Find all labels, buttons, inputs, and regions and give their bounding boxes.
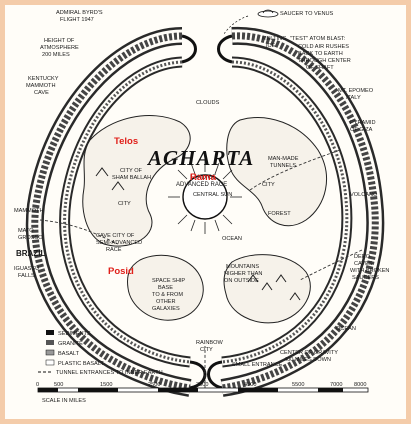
legend-swatch-sediments	[46, 330, 54, 335]
label-brazil: BRAZIL	[16, 249, 45, 258]
scale-bar: 0 500 1500 2500 3500 4500 5500 7000 8000…	[36, 382, 369, 404]
scale-caption: SCALE IN MILES	[42, 398, 86, 404]
tunnels	[39, 149, 363, 388]
subtitle-line2: ADVANCED RACE	[176, 182, 227, 188]
label-rainbow-2: CITY	[200, 347, 213, 353]
label-small-entrance: SMALL ENTRANCE	[232, 362, 283, 368]
label-gravity-2: 400 MILES DOWN	[284, 357, 331, 363]
label-ocean-outer: OCEAN	[336, 326, 356, 332]
label-iguassu-1: IGUASSU	[14, 266, 39, 272]
label-dero-1: DERO	[354, 254, 371, 260]
label-clouds: CLOUDS	[196, 100, 220, 106]
label-height-3: 200 MILES	[42, 52, 70, 58]
subtitle-line1: LAND OF	[190, 175, 216, 181]
central-sun-label: CENTRAL SUN	[193, 192, 232, 198]
label-atom-2: COLD AIR RUSHES	[298, 44, 349, 50]
label-mountains-3: ON OUTSIDE	[224, 278, 259, 284]
scale-tick-1500: 1500	[100, 382, 112, 388]
label-city-b: CITY	[262, 182, 275, 188]
label-space-ship-4: OTHER	[156, 299, 176, 305]
label-height-2: ATMOSPHERE	[40, 45, 79, 51]
label-gravity-1: CENTER OF GRAVITY	[280, 350, 338, 356]
label-man-made-2: TUNNELS	[270, 163, 296, 169]
label-space-ship-3: TO & FROM	[152, 292, 183, 298]
label-atom-5: OF SHAFT	[306, 65, 334, 71]
label-mato-2: GROSSO	[18, 235, 43, 241]
label-cave-city-3: RACE	[106, 247, 122, 253]
label-cave-city-1: CAVE CITY OF	[96, 233, 135, 239]
label-city-shamballah-2: SHAM BALLAH	[112, 175, 151, 181]
scale-tick-5500: 5500	[292, 382, 304, 388]
label-pyramid-1: PYRAMID	[350, 120, 376, 126]
label-atom-3: BACK TO EARTH	[298, 51, 343, 57]
inner-landmasses	[82, 115, 327, 324]
scale-tick-500: 500	[54, 382, 63, 388]
label-mt-epomeo-2: ITALY	[346, 95, 361, 101]
label-forest: FOREST	[268, 211, 291, 217]
overlay-telos: Telos	[114, 136, 138, 147]
label-space-ship-2: BASE	[158, 285, 173, 291]
overlay-posid: Posid	[108, 266, 134, 277]
scale-tick-0: 0	[36, 382, 39, 388]
legend-granite: GRANITE	[58, 341, 83, 347]
label-city-a: CITY	[118, 201, 131, 207]
saucer-icon	[223, 9, 279, 35]
label-iguassu-2: FALLS	[18, 273, 35, 279]
label-mato-1: MATO	[18, 228, 34, 234]
label-melting-1: MELTING	[262, 36, 286, 42]
label-mt-epomeo-1: MT. EPOMEO	[338, 88, 374, 94]
label-space-ship-5: GALAXIES	[152, 306, 180, 312]
scale-tick-2500: 2500	[148, 382, 160, 388]
scale-tick-3500: 3500	[196, 382, 208, 388]
label-dero-4: SAUCERS	[352, 275, 379, 281]
label-kentucky-1: KENTUCKY	[28, 76, 59, 82]
label-mountains-1: MOUNTAINS	[226, 264, 259, 270]
title: AGHARTA	[146, 146, 254, 170]
label-volcano: VOLCANO	[350, 192, 378, 198]
legend-swatch-basalt	[45, 349, 55, 356]
label-mountains-2: HIGHER THAN	[224, 271, 262, 277]
label-rainbow-1: RAINBOW	[196, 340, 223, 346]
label-dero-2: CAVES	[354, 261, 373, 267]
label-melting-2: ICE	[266, 43, 276, 49]
label-admiral-byrd-2: FLIGHT 1947	[60, 17, 94, 23]
legend-tunnel: TUNNEL ENTRANCES TO INNER EARTH	[56, 370, 163, 376]
label-city-shamballah-1: CITY OF	[120, 168, 143, 174]
label-saucer: SAUCER TO VENUS	[280, 11, 334, 17]
label-ocean-inner: OCEAN	[222, 236, 242, 242]
label-space-ship-1: SPACE SHIP	[152, 278, 185, 284]
legend-swatch-granite	[46, 340, 54, 345]
label-kentucky-3: CAVE	[34, 90, 49, 96]
legend-plastic-basalt: PLASTIC BASALT	[58, 361, 104, 367]
label-kentucky-2: MAMMOTH	[26, 83, 56, 89]
legend-swatch-plastic-basalt	[45, 359, 55, 366]
crust-ring-right	[207, 26, 385, 397]
legend: SEDIMENTS GRANITE BASALT PLASTIC BASALT …	[38, 330, 163, 376]
central-sun	[168, 160, 242, 234]
crust-ring-left	[25, 27, 207, 397]
legend-basalt: BASALT	[58, 351, 80, 357]
label-admiral-byrd-1: ADMIRAL BYRD'S	[56, 10, 103, 16]
label-pyramid-2: OF GIZA	[350, 127, 373, 133]
label-man-made-1: MAN-MADE	[268, 156, 299, 162]
scale-tick-7000: 7000	[330, 382, 342, 388]
label-mammoth: MAMMOTH	[14, 208, 44, 214]
scale-tick-8000: 8000	[354, 382, 366, 388]
overlay-rama: Rama	[190, 172, 217, 183]
label-atom-4: THROUGH CENTER	[298, 58, 351, 64]
label-atom-1: "TEST" ATOM BLAST:	[290, 36, 346, 42]
label-dero-3: WITH BROKEN	[350, 268, 389, 274]
legend-sediments: SEDIMENTS	[58, 331, 91, 337]
label-height-1: HEIGHT OF	[44, 38, 75, 44]
scale-tick-4500: 4500	[244, 382, 256, 388]
label-cave-city-2: SEMI-ADVANCED	[96, 240, 142, 246]
